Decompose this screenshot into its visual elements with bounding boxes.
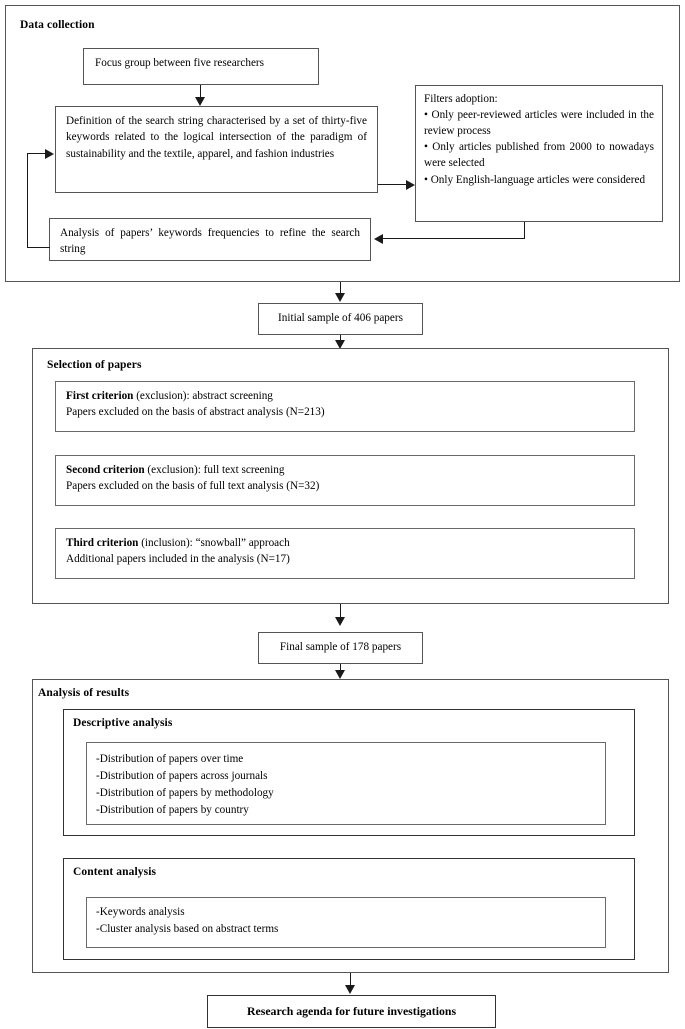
criterion-box-third [55,528,635,579]
content-analysis-item-0: -Keywords analysis [96,906,185,918]
keyword-frequency-analysis-label: Analysis of papers’ keywords frequencies… [60,227,360,256]
criterion-third-qualifier: (inclusion): “snowball” approach [138,537,290,549]
arrowhead-focusgroup-definition [195,97,205,106]
filters-adoption-item-2: • Only English-language articles were co… [424,174,646,186]
analysis-of-results-title: Analysis of results [38,687,130,699]
content-analysis-items-box [86,897,606,948]
connector-filters-keywords-horizontal [383,238,525,240]
connector-feedback-top [27,153,46,155]
connector-focusgroup-definition [200,85,202,99]
filters-adoption-item-1: • Only articles published from 2000 to n… [424,141,654,170]
arrowhead-finalsample-analysis [335,670,345,679]
criterion-second-qualifier: (exclusion): full text screening [144,464,285,476]
arrowhead-selection-finalsample [335,617,345,626]
descriptive-analysis-item-0: -Distribution of papers over time [96,753,244,765]
descriptive-analysis-items-box [86,742,606,825]
descriptive-analysis-item-1: -Distribution of papers across journals [96,770,268,782]
criterion-second-heading: Second criterion (exclusion): full text … [66,462,624,478]
selection-of-papers-title: Selection of papers [47,359,142,371]
arrowhead-definition-filters [406,179,415,190]
keyword-frequency-analysis-box [49,218,371,261]
arrowhead-initialsample-selection [335,340,345,349]
filters-adoption-item-0: • Only peer-reviewed articles were inclu… [424,109,654,138]
criterion-box-first [55,381,635,432]
connector-filters-keywords-vertical [524,222,526,239]
content-analysis-item-1: -Cluster analysis based on abstract term… [96,923,279,935]
descriptive-analysis-item-2: -Distribution of papers by methodology [96,787,274,799]
filters-adoption-box [415,85,663,222]
search-string-definition-label: Definition of the search string characte… [66,115,367,160]
initial-sample-box [258,303,423,335]
initial-sample-label: Initial sample of 406 papers [278,312,403,324]
connector-definition-filters [378,184,408,186]
connector-feedback-bottom [27,247,50,249]
connector-selection-finalsample [340,604,342,618]
criterion-first-qualifier: (exclusion): abstract screening [133,390,273,402]
final-sample-box [258,632,423,664]
content-analysis-box [63,858,635,960]
final-sample-label: Final sample of 178 papers [279,641,402,653]
criterion-first-heading: First criterion (exclusion): abstract sc… [66,388,624,404]
descriptive-analysis-title: Descriptive analysis [73,717,173,729]
filters-adoption-heading: Filters adoption: [424,93,498,105]
search-string-definition-box [55,106,378,193]
criterion-third-heading: Third criterion (inclusion): “snowball” … [66,535,624,551]
connector-feedback-rail [27,153,29,248]
descriptive-analysis-item-3: -Distribution of papers by country [96,804,249,816]
criterion-third-label: Third criterion [66,537,139,549]
analysis-of-results-container [32,679,669,973]
arrowhead-filters-keywords [374,233,383,244]
criterion-first-detail: Papers excluded on the basis of abstract… [66,406,325,418]
data-collection-container [5,5,680,282]
criterion-third-detail: Additional papers included in the analys… [66,553,290,565]
criterion-second-label: Second criterion [66,464,145,476]
criterion-second-detail: Papers excluded on the basis of full tex… [66,480,320,492]
arrowhead-analysis-researchagenda [345,985,355,994]
connector-analysis-researchagenda [350,973,352,986]
selection-of-papers-container [32,348,669,604]
criterion-first-label: First criterion [66,390,134,402]
criterion-box-second [55,455,635,506]
connector-datacollection-initialsample [340,282,342,294]
arrowhead-datacollection-initialsample [335,293,345,302]
focus-group-box [83,48,319,85]
focus-group-label: Focus group between five researchers [95,57,264,69]
content-analysis-title: Content analysis [73,866,157,878]
connector-finalsample-analysis [340,664,342,674]
research-agenda-box [207,995,496,1028]
research-agenda-label: Research agenda for future investigation… [246,1004,457,1018]
data-collection-title: Data collection [20,19,95,31]
arrowhead-feedback-definition [45,148,54,159]
descriptive-analysis-box [63,709,635,836]
